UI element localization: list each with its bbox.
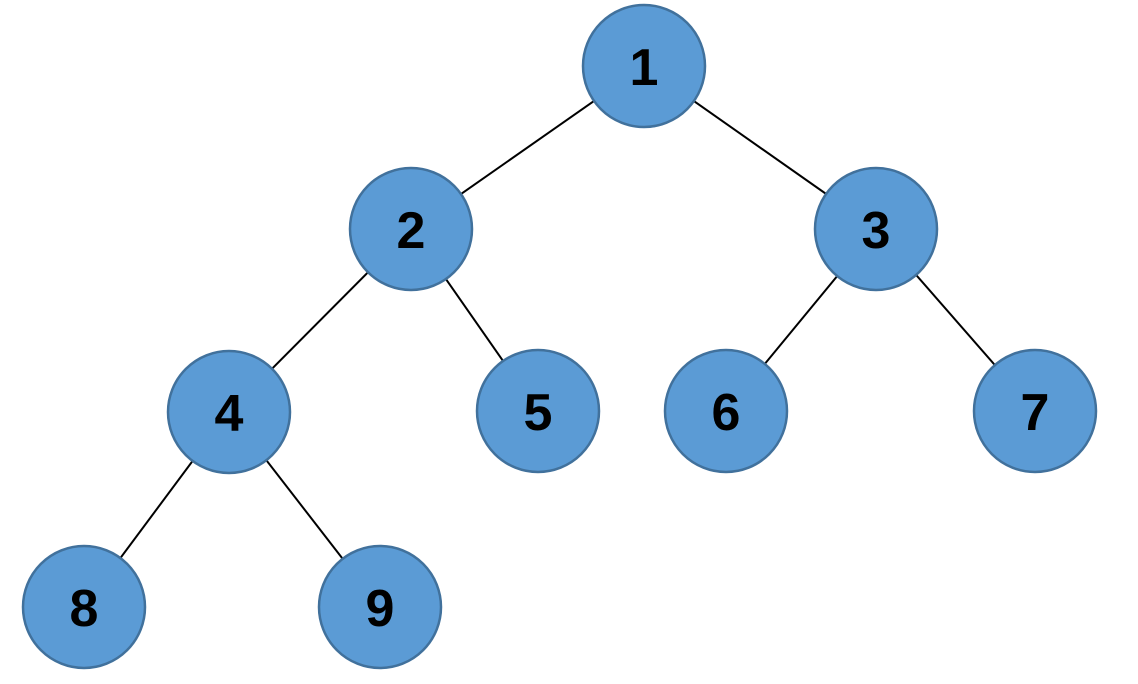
tree-node-7: 7 xyxy=(972,348,1098,474)
node-circle xyxy=(663,348,789,474)
tree-node-1: 1 xyxy=(581,3,707,129)
tree-node-8: 8 xyxy=(21,544,147,670)
node-circle xyxy=(581,3,707,129)
tree-node-2: 2 xyxy=(348,166,474,292)
node-circle xyxy=(21,544,147,670)
tree-node-4: 4 xyxy=(166,349,292,475)
node-label: 9 xyxy=(366,580,395,638)
node-circle xyxy=(166,349,292,475)
tree-node-5: 5 xyxy=(475,348,601,474)
node-label: 3 xyxy=(862,202,891,260)
node-circle xyxy=(475,348,601,474)
tree-node-3: 3 xyxy=(813,166,939,292)
node-label: 8 xyxy=(70,580,99,638)
tree-node-9: 9 xyxy=(317,544,443,670)
node-label: 4 xyxy=(215,385,244,443)
node-label: 7 xyxy=(1021,384,1050,442)
node-circle xyxy=(813,166,939,292)
node-circle xyxy=(972,348,1098,474)
node-circle xyxy=(348,166,474,292)
node-label: 6 xyxy=(712,384,741,442)
node-label: 5 xyxy=(524,384,553,442)
tree-node-6: 6 xyxy=(663,348,789,474)
node-circle xyxy=(317,544,443,670)
node-label: 1 xyxy=(630,39,659,97)
node-label: 2 xyxy=(397,202,426,260)
